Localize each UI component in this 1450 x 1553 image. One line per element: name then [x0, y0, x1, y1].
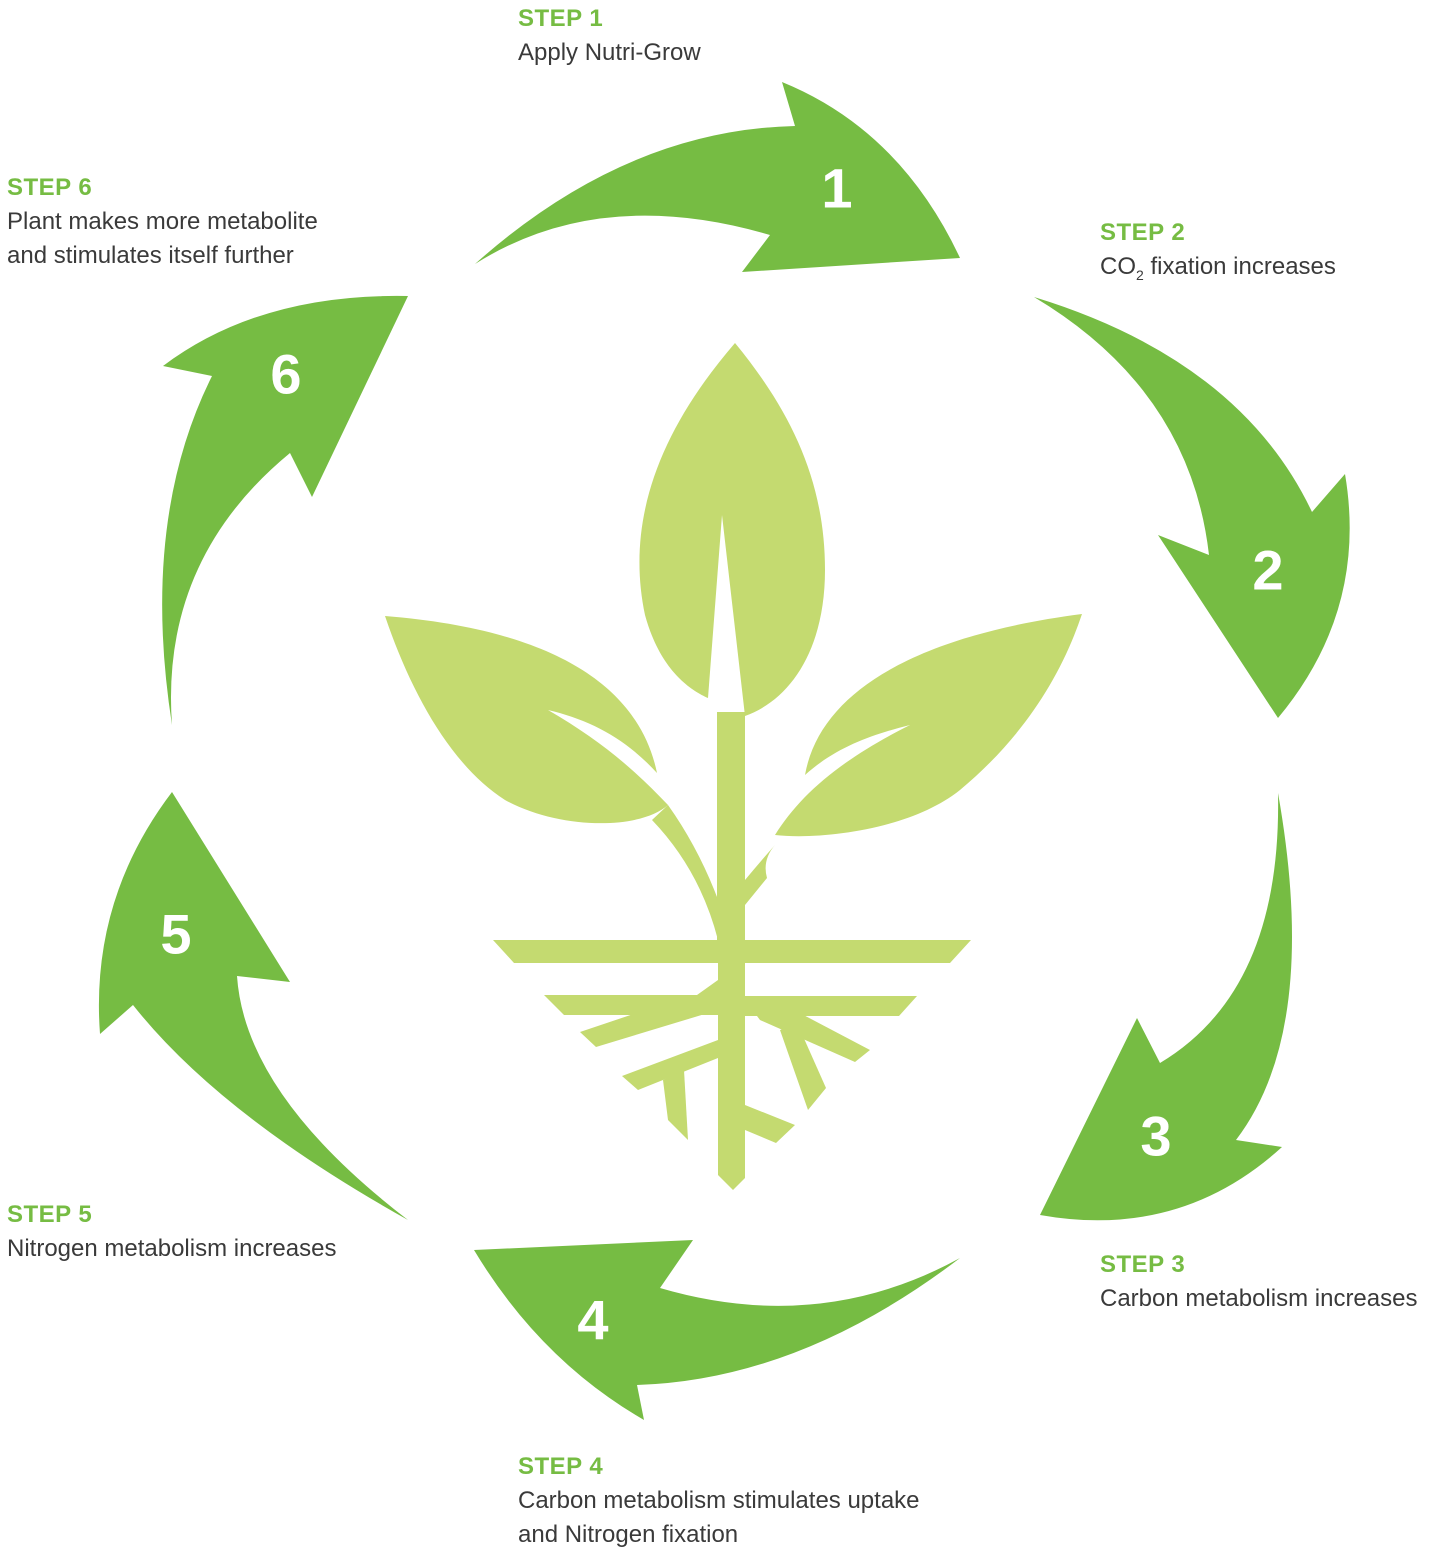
plant-sprout-with-roots-icon: [385, 343, 1082, 1190]
arrow-number-2: 2: [1252, 539, 1283, 602]
cycle-arrow-3: [1040, 793, 1292, 1221]
root-branch-right-1: [745, 1000, 870, 1062]
step-5-label: STEP 5 Nitrogen metabolism increases: [7, 1198, 336, 1266]
arrow-number-5: 5: [160, 903, 191, 966]
step-1-title: STEP 1: [518, 5, 604, 32]
cycle-arrow-1: [475, 82, 960, 272]
step-2-title: STEP 2: [1100, 219, 1186, 246]
step-5-title: STEP 5: [7, 1201, 93, 1228]
right-leaf: [775, 614, 1082, 837]
ground-line: [493, 940, 971, 963]
step-2-description: CO2 fixation increases: [1100, 250, 1336, 284]
step-1-description: Apply Nutri-Grow: [518, 39, 701, 66]
root-branch-right-2: [780, 1025, 826, 1110]
cycle-arrow-5: [98, 792, 409, 1220]
step-3-title: STEP 3: [1100, 1251, 1186, 1278]
step-1-label: STEP 1 Apply Nutri-Grow: [518, 2, 701, 70]
cycle-arrows: [98, 82, 1350, 1420]
root-branch-left-1: [580, 995, 718, 1047]
step-3-label: STEP 3 Carbon metabolism increases: [1100, 1248, 1417, 1316]
cycle-arrow-6: [162, 295, 408, 725]
arrow-numbers: 1 2 3 4 5 6: [160, 157, 1283, 1352]
step-2-desc-subscript: 2: [1136, 267, 1144, 283]
step-4-description-line-2: and Nitrogen fixation: [518, 1521, 739, 1548]
arrow-number-4: 4: [577, 1289, 608, 1352]
arrow-number-1: 1: [821, 157, 852, 220]
plant-stem: [717, 712, 745, 942]
step-5-description: Nitrogen metabolism increases: [7, 1235, 337, 1262]
step-6-label: STEP 6 Plant makes more metabolite and s…: [7, 171, 318, 273]
root-branch-left-3: [663, 1070, 688, 1140]
right-branch: [745, 845, 775, 905]
step-6-title: STEP 6: [7, 174, 93, 201]
step-2-desc-co: CO: [1100, 253, 1136, 280]
step-4-title: STEP 4: [518, 1453, 604, 1480]
left-branch: [652, 805, 720, 940]
step-2-desc-rest: fixation increases: [1143, 253, 1336, 280]
arrow-number-3: 3: [1140, 1105, 1171, 1168]
step-3-description: Carbon metabolism increases: [1100, 1285, 1418, 1312]
step-6-description-line-1: Plant makes more metabolite: [7, 208, 318, 235]
step-4-description-line-1: Carbon metabolism stimulates uptake: [518, 1487, 920, 1514]
cycle-arrow-4: [474, 1240, 960, 1420]
main-root: [718, 963, 745, 1190]
step-2-label: STEP 2 CO2 fixation increases: [1100, 216, 1336, 284]
step-6-description-line-2: and stimulates itself further: [7, 242, 294, 269]
root-branch-right-3: [745, 1105, 795, 1143]
top-leaf: [639, 343, 825, 716]
root-branch-left-4: [690, 980, 718, 1012]
arrow-number-6: 6: [270, 343, 301, 406]
step-4-label: STEP 4 Carbon metabolism stimulates upta…: [518, 1450, 920, 1552]
left-leaf: [385, 616, 668, 824]
root-branch-left-2: [622, 1040, 718, 1090]
cycle-arrow-2: [1034, 297, 1350, 718]
